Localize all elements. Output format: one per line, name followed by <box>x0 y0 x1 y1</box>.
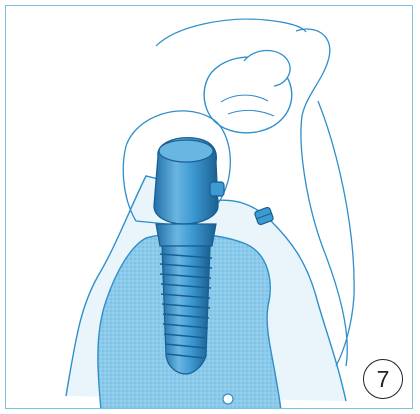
outline-top <box>156 19 306 46</box>
abutment-top <box>159 140 213 162</box>
dental-implant-diagram-icon <box>6 6 413 409</box>
nerve-canal <box>223 394 233 404</box>
figure-number: 7 <box>377 366 390 393</box>
figure-number-badge: 7 <box>363 359 403 399</box>
figure-frame: 7 <box>5 5 413 409</box>
implant-collar <box>156 224 216 246</box>
abutment-screw <box>210 182 224 196</box>
